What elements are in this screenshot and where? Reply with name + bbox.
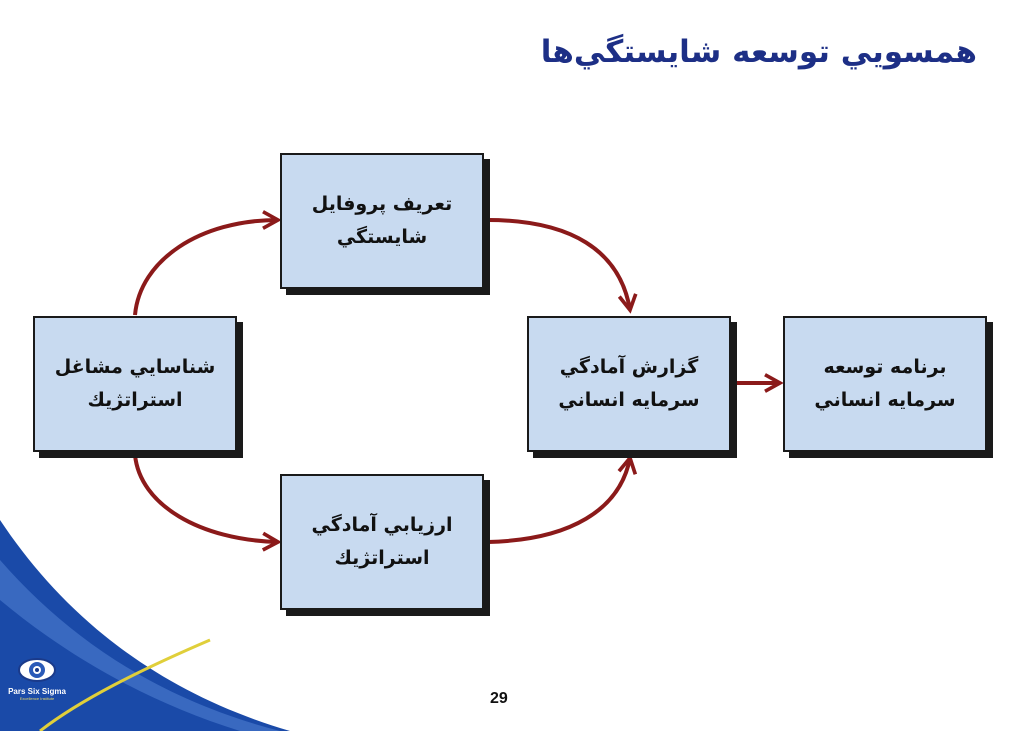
node-line: سرمايه انساني [558,389,700,411]
node-line: برنامه توسعه [823,355,947,378]
arrow-assess-to-report [487,458,630,544]
arrow-profile-to-report [487,218,630,310]
pars-six-sigma-logo: Pars Six Sigma Excellence Institute [4,655,70,701]
arrow-identify-to-assess [133,454,278,542]
node-line: تعريف پروفايل [311,192,453,215]
node-line: سرمايه انساني [814,389,956,411]
page-number: 29 [490,690,508,707]
swoosh-yellow-line [39,638,211,731]
node-identify-strategic-jobs: شناسايي مشاغل استراتژيك [33,316,237,452]
slide-title: همسويي توسعه شايستگي‌ها [540,34,977,70]
swoosh-blue-band [0,520,290,731]
logo-text: Pars Six Sigma [8,687,66,696]
node-line: گزارش آمادگي [559,355,699,378]
node-human-capital-readiness-report: گزارش آمادگي سرمايه انساني [527,316,731,452]
node-line: شناسايي مشاغل [54,355,216,378]
node-line: ارزيابي آمادگي [311,513,453,536]
node-assess-strategic-readiness: ارزيابي آمادگي استراتژيك [280,474,484,610]
node-line: استراتژيك [334,547,430,569]
node-line: استراتژيك [87,389,183,411]
node-line: شايستگي [336,226,428,248]
node-human-capital-development-program: برنامه توسعه سرمايه انساني [783,316,987,452]
logo-subtext: Excellence Institute [19,696,55,701]
six-sigma-eye-logo-icon [18,658,56,682]
arrow-identify-to-profile [133,220,278,316]
node-define-competency-profile: تعريف پروفايل شايستگي [280,153,484,289]
